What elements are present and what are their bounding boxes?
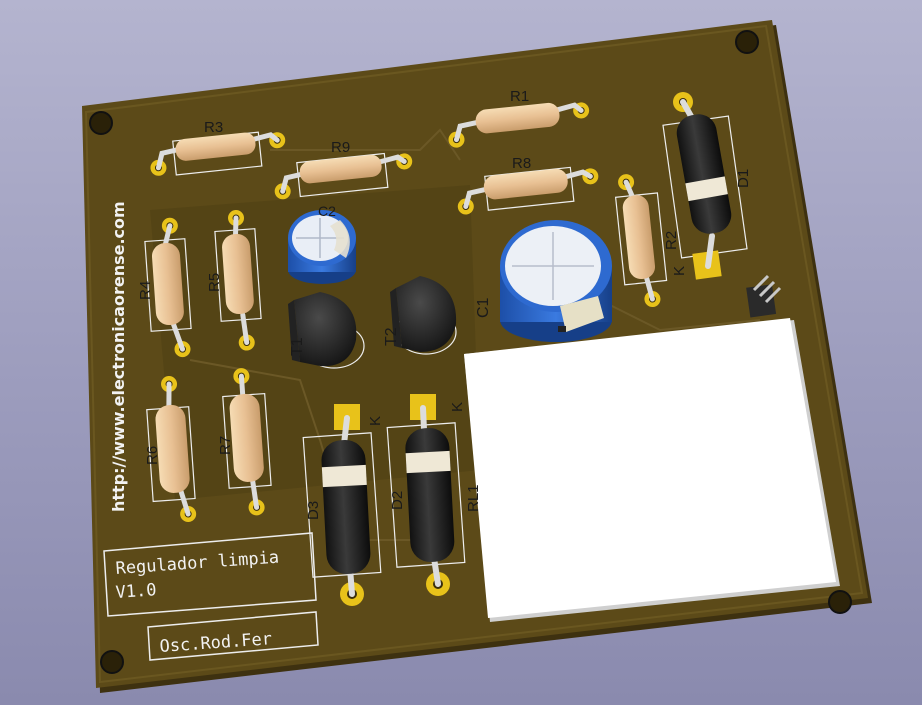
- cathode-mark-d3: K: [367, 416, 384, 426]
- ref-r3: R3: [204, 119, 223, 136]
- trace: [189, 359, 420, 541]
- ref-t2: T2: [383, 327, 400, 346]
- ref-r9: R9: [331, 139, 350, 156]
- resistor-r4: [144, 217, 192, 358]
- ref-r1: R1: [510, 88, 529, 105]
- ref-c1: C1: [475, 297, 492, 318]
- ref-r8: R8: [512, 155, 531, 172]
- trace: [599, 299, 761, 332]
- transistor-t1: [288, 292, 365, 369]
- capacitor-c2: [288, 210, 356, 284]
- trace: [270, 128, 461, 161]
- resistor-r3: [150, 131, 286, 176]
- cathode-mark-d2: K: [449, 402, 466, 412]
- ref-d2: D2: [389, 491, 406, 510]
- ref-d1: D1: [735, 169, 752, 188]
- ref-r5: R5: [206, 273, 223, 292]
- resistor-r9: [274, 152, 413, 200]
- ref-t1: T1: [289, 337, 306, 356]
- ref-r6: R6: [144, 446, 161, 465]
- resistor-r7: [222, 368, 272, 516]
- ref-r7: R7: [217, 436, 234, 455]
- transistor-t2: [390, 276, 457, 355]
- ref-r4: R4: [137, 281, 154, 300]
- ref-r2: R2: [663, 231, 680, 250]
- mounting-holes: [89, 30, 852, 674]
- ref-rl1: RL1: [465, 484, 482, 512]
- board-url: http://www.electronicaorense.com: [109, 201, 128, 512]
- ref-d3: D3: [305, 501, 322, 520]
- capacitor-c1: [500, 220, 612, 342]
- board-title-line2: V1.0: [115, 580, 157, 603]
- diode-d3: [302, 404, 382, 606]
- resistor-r8: [457, 166, 599, 215]
- resistor-r6: [146, 376, 197, 523]
- diode-d2: [386, 394, 466, 596]
- diode-d1: [662, 92, 748, 280]
- pin-header: [746, 274, 782, 318]
- resistor-r2: [614, 174, 668, 308]
- relay-rl1: [464, 318, 840, 622]
- resistor-r1: [448, 102, 590, 148]
- cathode-mark-d1: K: [671, 266, 688, 276]
- ref-c2: C2: [318, 203, 336, 219]
- resistor-r5: [214, 209, 262, 351]
